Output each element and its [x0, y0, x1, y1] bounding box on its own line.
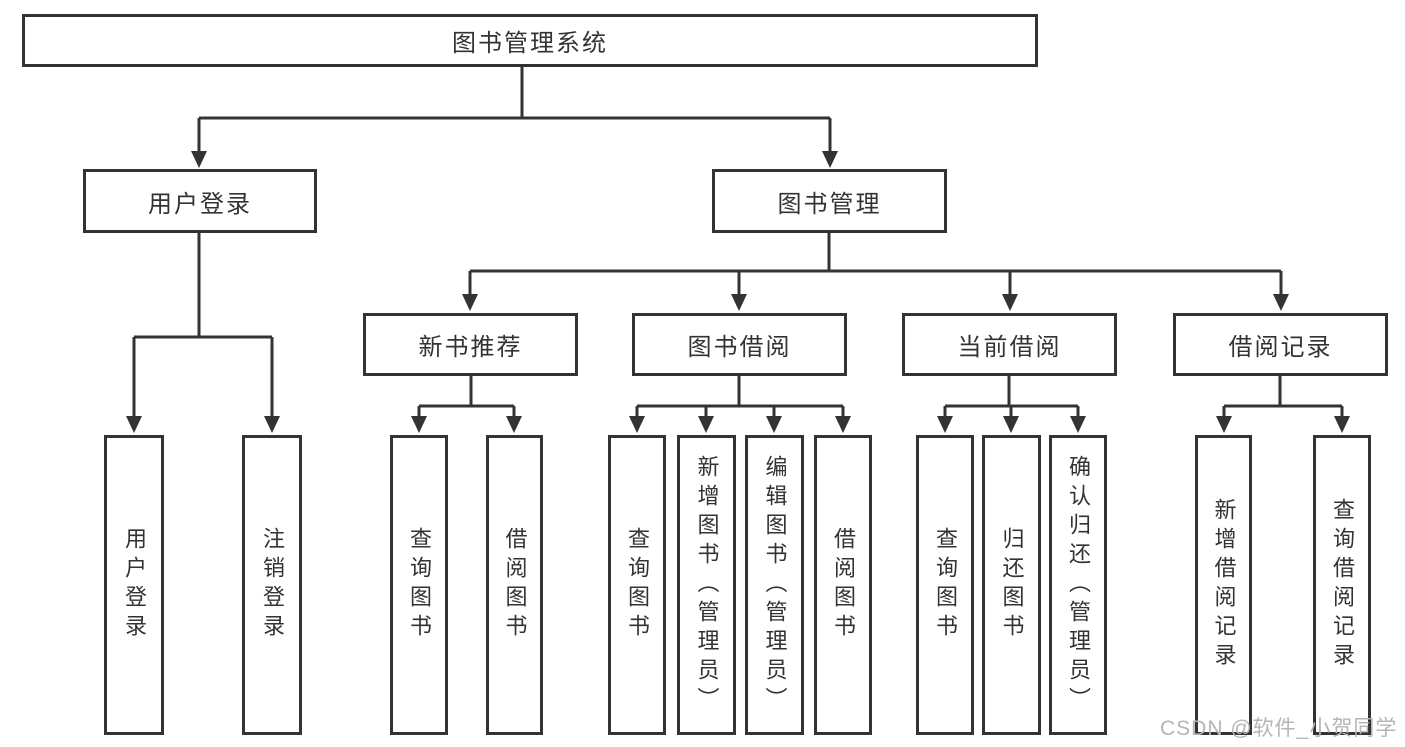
leaf-query-books-borrow: 查询图书: [608, 435, 666, 735]
user-login-connectors: [126, 233, 280, 433]
node-book-borrow-label: 图书借阅: [687, 334, 792, 361]
leaf-query-books-current: 查询图书: [916, 435, 974, 735]
leaf-query-books-recommend: 查询图书: [390, 435, 448, 735]
leaf-query-borrow-record: 查询借阅记录: [1313, 435, 1371, 735]
node-book-borrow: 图书借阅: [632, 313, 847, 376]
csdn-watermark: CSDN @软件_小贺同学: [1160, 717, 1398, 740]
node-new-book-recommend-label: 新书推荐: [418, 334, 523, 361]
node-new-book-recommend: 新书推荐: [363, 313, 578, 376]
book-management-connectors: [462, 233, 1289, 311]
node-borrow-record-label: 借阅记录: [1228, 334, 1333, 361]
leaf-logout: 注销登录: [242, 435, 302, 735]
leaf-borrow-books: 借阅图书: [814, 435, 872, 735]
leaf-edit-books-admin: 编辑图书（管理员）: [745, 435, 804, 735]
borrow-record-connectors: [1216, 376, 1350, 433]
leaf-return-books: 归还图书: [982, 435, 1041, 735]
current-borrow-connectors: [937, 376, 1086, 433]
root-connectors: [191, 66, 838, 168]
leaf-add-books-admin: 新增图书（管理员）: [677, 435, 736, 735]
node-root-system: 图书管理系统: [22, 14, 1038, 67]
node-borrow-record: 借阅记录: [1173, 313, 1388, 376]
node-user-login-label: 用户登录: [148, 190, 252, 218]
node-book-management-label: 图书管理: [777, 190, 882, 218]
node-current-borrow: 当前借阅: [902, 313, 1117, 376]
leaf-user-login: 用户登录: [104, 435, 164, 735]
node-current-borrow-label: 当前借阅: [957, 334, 1062, 361]
node-user-login: 用户登录: [83, 169, 317, 233]
new-book-connectors: [411, 376, 522, 433]
leaf-add-borrow-record: 新增借阅记录: [1195, 435, 1252, 735]
book-borrow-connectors: [629, 376, 851, 433]
leaf-borrow-books-recommend: 借阅图书: [486, 435, 543, 735]
node-book-management: 图书管理: [712, 169, 947, 233]
leaf-confirm-return-admin: 确认归还（管理员）: [1049, 435, 1107, 735]
node-root-label: 图书管理系统: [452, 30, 608, 57]
